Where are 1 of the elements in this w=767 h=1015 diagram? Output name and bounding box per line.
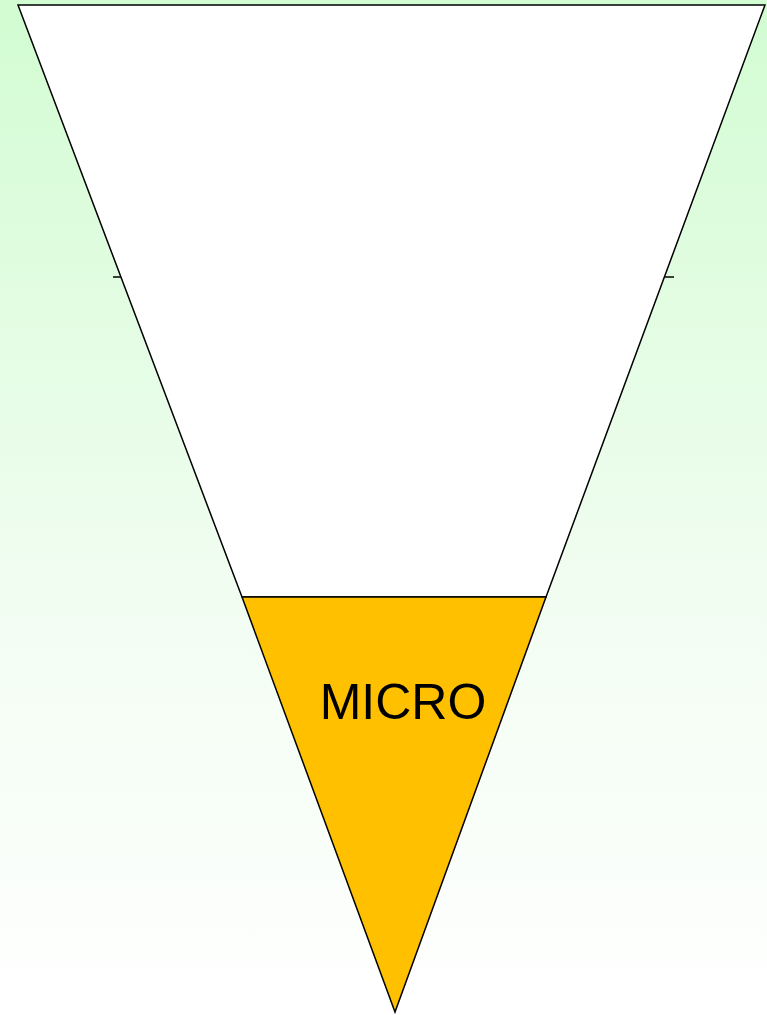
level-label: MICRO xyxy=(319,673,487,731)
